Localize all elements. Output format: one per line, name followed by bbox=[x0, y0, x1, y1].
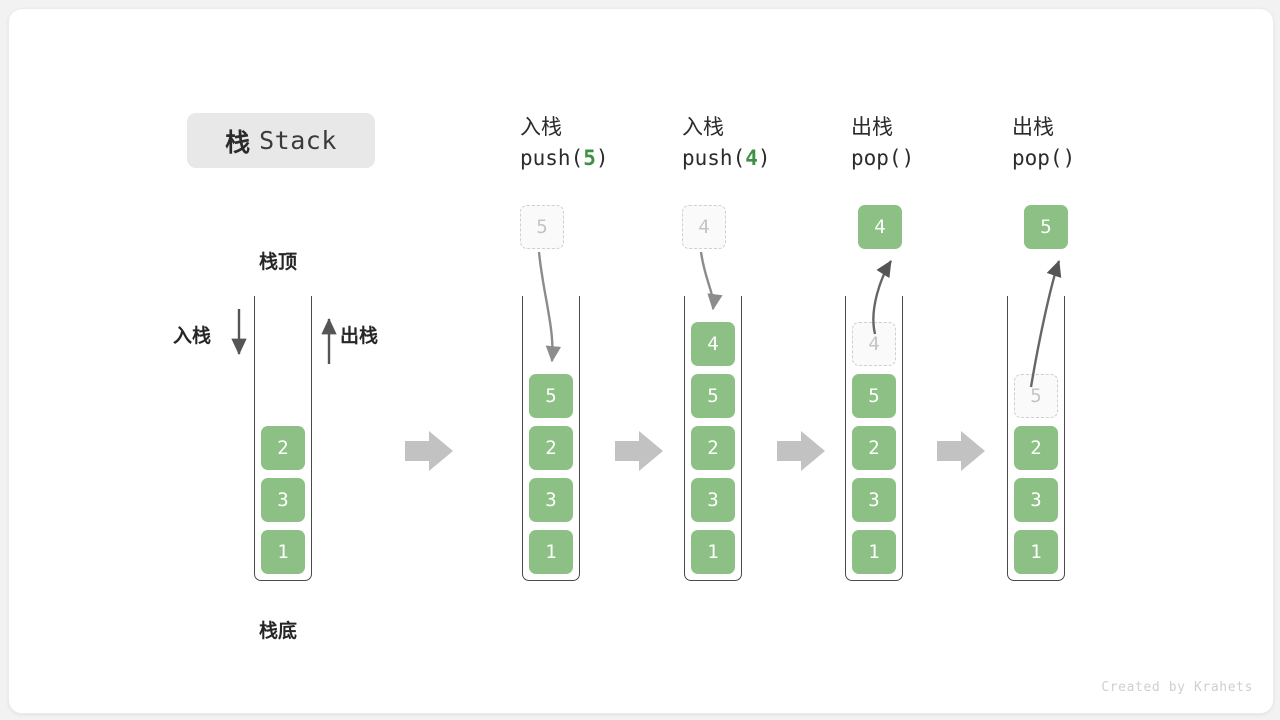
ghost-cell-push-4: 4 bbox=[682, 205, 726, 249]
column-header-cn: 出栈 bbox=[851, 116, 893, 139]
ghost-cell-push-5: 5 bbox=[520, 205, 564, 249]
popped-cell-5: 5 bbox=[1024, 205, 1068, 249]
column-header-code: push(4) bbox=[682, 143, 771, 173]
stack-container-push-5 bbox=[522, 296, 580, 581]
column-header-code: pop() bbox=[1012, 143, 1075, 173]
flow-arrow-3 bbox=[777, 431, 825, 471]
stack-cell: 5 bbox=[529, 374, 573, 418]
label-stack-top: 栈顶 bbox=[259, 252, 298, 273]
stack-cell: 3 bbox=[691, 478, 735, 522]
footer-credit: Created by Krahets bbox=[1101, 680, 1253, 695]
stack-cell: 2 bbox=[691, 426, 735, 470]
diagram-card: 栈 Stack 栈顶 栈底 入栈 出栈 2 3 1 入栈 push(5) 5 5… bbox=[8, 8, 1274, 714]
stack-container-pop-2 bbox=[1007, 296, 1065, 581]
diagram-canvas: 栈 Stack 栈顶 栈底 入栈 出栈 2 3 1 入栈 push(5) 5 5… bbox=[9, 9, 1273, 713]
column-header-push-5: 入栈 push(5) bbox=[520, 113, 609, 174]
stack-cell: 3 bbox=[529, 478, 573, 522]
stack-cell: 5 bbox=[691, 374, 735, 418]
stack-cell: 1 bbox=[852, 530, 896, 574]
title-badge: 栈 Stack bbox=[187, 113, 375, 168]
stack-cell: 2 bbox=[852, 426, 896, 470]
code-paren: ) bbox=[757, 146, 771, 171]
stack-cell: 3 bbox=[1014, 478, 1058, 522]
code-fn: pop( bbox=[851, 146, 902, 171]
title-en: Stack bbox=[259, 126, 337, 155]
code-arg: 4 bbox=[745, 146, 758, 171]
label-stack-bottom: 栈底 bbox=[259, 621, 298, 642]
stack-cell: 1 bbox=[529, 530, 573, 574]
popped-cell-4: 4 bbox=[858, 205, 902, 249]
code-fn: push( bbox=[520, 146, 584, 171]
label-pop: 出栈 bbox=[340, 326, 379, 347]
code-fn: push( bbox=[682, 146, 746, 171]
column-header-cn: 入栈 bbox=[520, 116, 562, 139]
stack-cell: 1 bbox=[691, 530, 735, 574]
stack-container-push-4 bbox=[684, 296, 742, 581]
stack-cell: 4 bbox=[691, 322, 735, 366]
ghost-cell-pop-2: 5 bbox=[1014, 374, 1058, 418]
stack-cell: 2 bbox=[261, 426, 305, 470]
column-header-cn: 出栈 bbox=[1012, 116, 1054, 139]
code-paren: ) bbox=[1062, 146, 1076, 171]
label-push: 入栈 bbox=[173, 326, 212, 347]
stack-cell: 1 bbox=[261, 530, 305, 574]
column-header-push-4: 入栈 push(4) bbox=[682, 113, 771, 174]
stack-cell: 3 bbox=[261, 478, 305, 522]
column-header-pop-1: 出栈 pop() bbox=[851, 113, 914, 174]
title-cn: 栈 bbox=[225, 128, 251, 157]
flow-arrow-4 bbox=[937, 431, 985, 471]
flow-arrow-2 bbox=[615, 431, 663, 471]
column-header-pop-2: 出栈 pop() bbox=[1012, 113, 1075, 174]
stack-cell: 5 bbox=[852, 374, 896, 418]
column-header-code: pop() bbox=[851, 143, 914, 173]
stack-container-pop-1 bbox=[845, 296, 903, 581]
stack-cell: 3 bbox=[852, 478, 896, 522]
stack-cell: 1 bbox=[1014, 530, 1058, 574]
code-paren: ) bbox=[595, 146, 609, 171]
ghost-cell-pop-1: 4 bbox=[852, 322, 896, 366]
stack-container-initial bbox=[254, 296, 312, 581]
code-fn: pop( bbox=[1012, 146, 1063, 171]
code-paren: ) bbox=[901, 146, 915, 171]
code-arg: 5 bbox=[583, 146, 596, 171]
stack-cell: 2 bbox=[1014, 426, 1058, 470]
flow-arrow-1 bbox=[405, 431, 453, 471]
column-header-cn: 入栈 bbox=[682, 116, 724, 139]
column-header-code: push(5) bbox=[520, 143, 609, 173]
stack-cell: 2 bbox=[529, 426, 573, 470]
